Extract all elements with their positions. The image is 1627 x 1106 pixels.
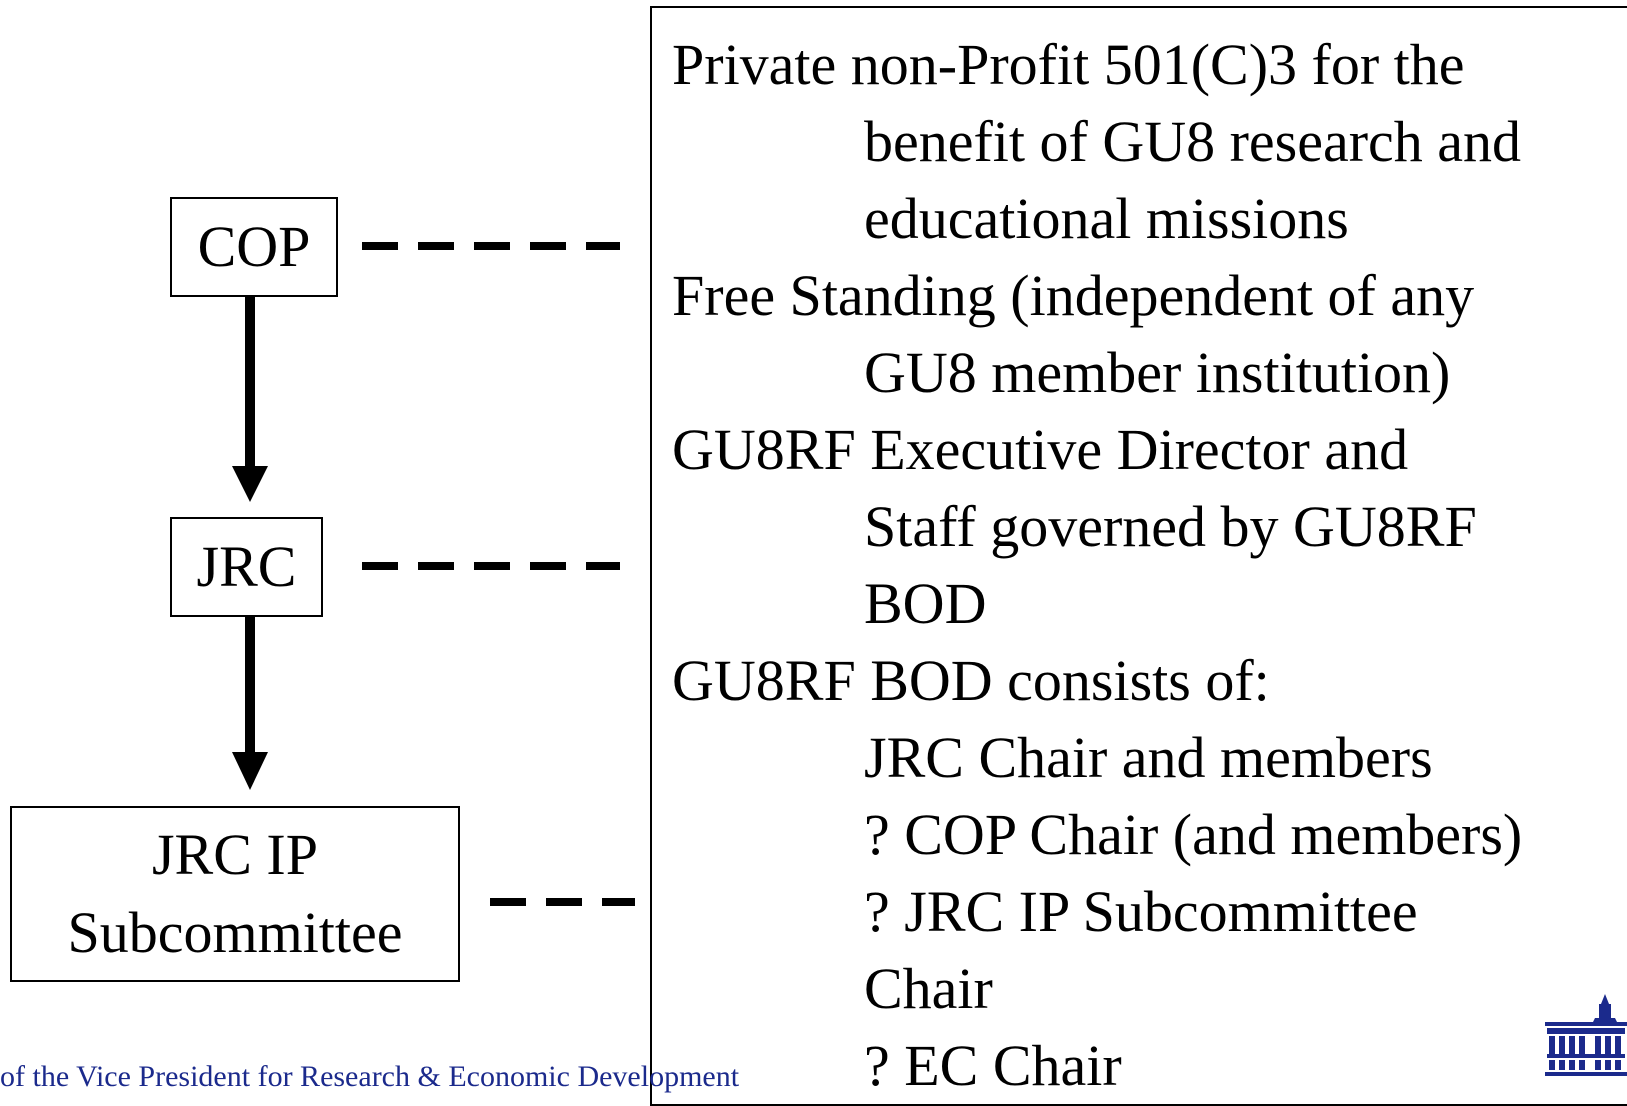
info-line: GU8RF BOD consists of: [672,648,1270,713]
jrc-label: JRC [196,534,297,599]
cop-box: COP [170,197,338,297]
info-line: Chair [864,956,993,1021]
university-building-icon [1545,994,1627,1076]
info-box: Private non-Profit 501(C)3 for the benef… [650,6,1627,1106]
info-line: ? EC Chair [864,1033,1122,1098]
info-line: JRC Chair and members [864,725,1433,790]
info-line: GU8RF Executive Director and [672,417,1409,482]
footer-text: of the Vice President for Research & Eco… [0,1060,740,1093]
jrc-ip-label-line2: Subcommittee [67,900,403,965]
jrc-ip-label-line1: JRC IP [151,822,318,887]
info-line: Private non-Profit 501(C)3 for the [672,32,1465,97]
info-line: ? COP Chair (and members) [864,802,1523,867]
info-line: educational missions [864,186,1349,251]
info-line: ? JRC IP Subcommittee [864,879,1418,944]
info-line: BOD [864,571,987,636]
info-line: Staff governed by GU8RF [864,494,1477,559]
connector-layer [232,242,635,906]
info-line: Free Standing (independent of any [672,263,1475,328]
cop-label: COP [197,214,311,279]
info-line: GU8 member institution) [864,340,1451,405]
jrc-box: JRC [170,517,323,617]
info-line: benefit of GU8 research and [864,109,1522,174]
arrowhead-cop-to-jrc [232,466,268,502]
arrowhead-jrc-to-ip [232,752,268,790]
jrc-ip-subcommittee-box: JRC IP Subcommittee [10,806,460,982]
